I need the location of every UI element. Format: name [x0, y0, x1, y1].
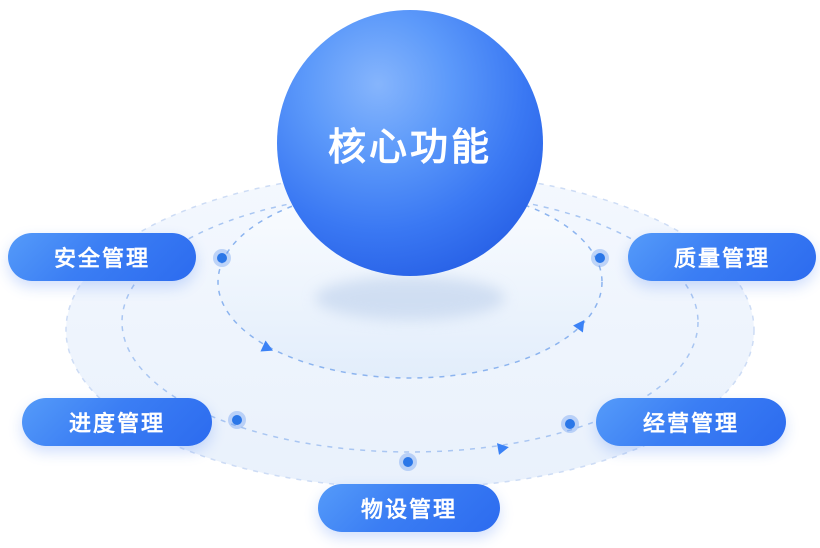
sphere-shadow [315, 276, 505, 320]
node-label: 安全管理 [53, 246, 150, 271]
orbit-dot [213, 249, 231, 267]
core-sphere: 核心功能 [277, 10, 543, 276]
core-sphere-label: 核心功能 [327, 126, 492, 169]
node-pill-equipment: 物设管理 [318, 484, 500, 532]
orbit-dot [561, 415, 579, 433]
middle-orbit [121, 191, 699, 453]
node-label: 质量管理 [673, 246, 770, 271]
node-pill-operations: 经营管理 [596, 398, 786, 446]
orbit-dot [228, 411, 246, 429]
orbit-arrow-icon [260, 340, 273, 352]
orbit-dot [399, 453, 417, 471]
orbit-arrow-icon [496, 443, 509, 455]
node-label: 经营管理 [642, 411, 739, 436]
node-pill-progress: 进度管理 [22, 398, 212, 446]
node-label: 物设管理 [360, 497, 457, 522]
orbit-dot [591, 249, 609, 267]
node-label: 进度管理 [68, 411, 165, 436]
node-pill-quality: 质量管理 [628, 233, 816, 281]
node-pill-safety: 安全管理 [8, 233, 196, 281]
orbit-arrow-icon [573, 319, 585, 333]
